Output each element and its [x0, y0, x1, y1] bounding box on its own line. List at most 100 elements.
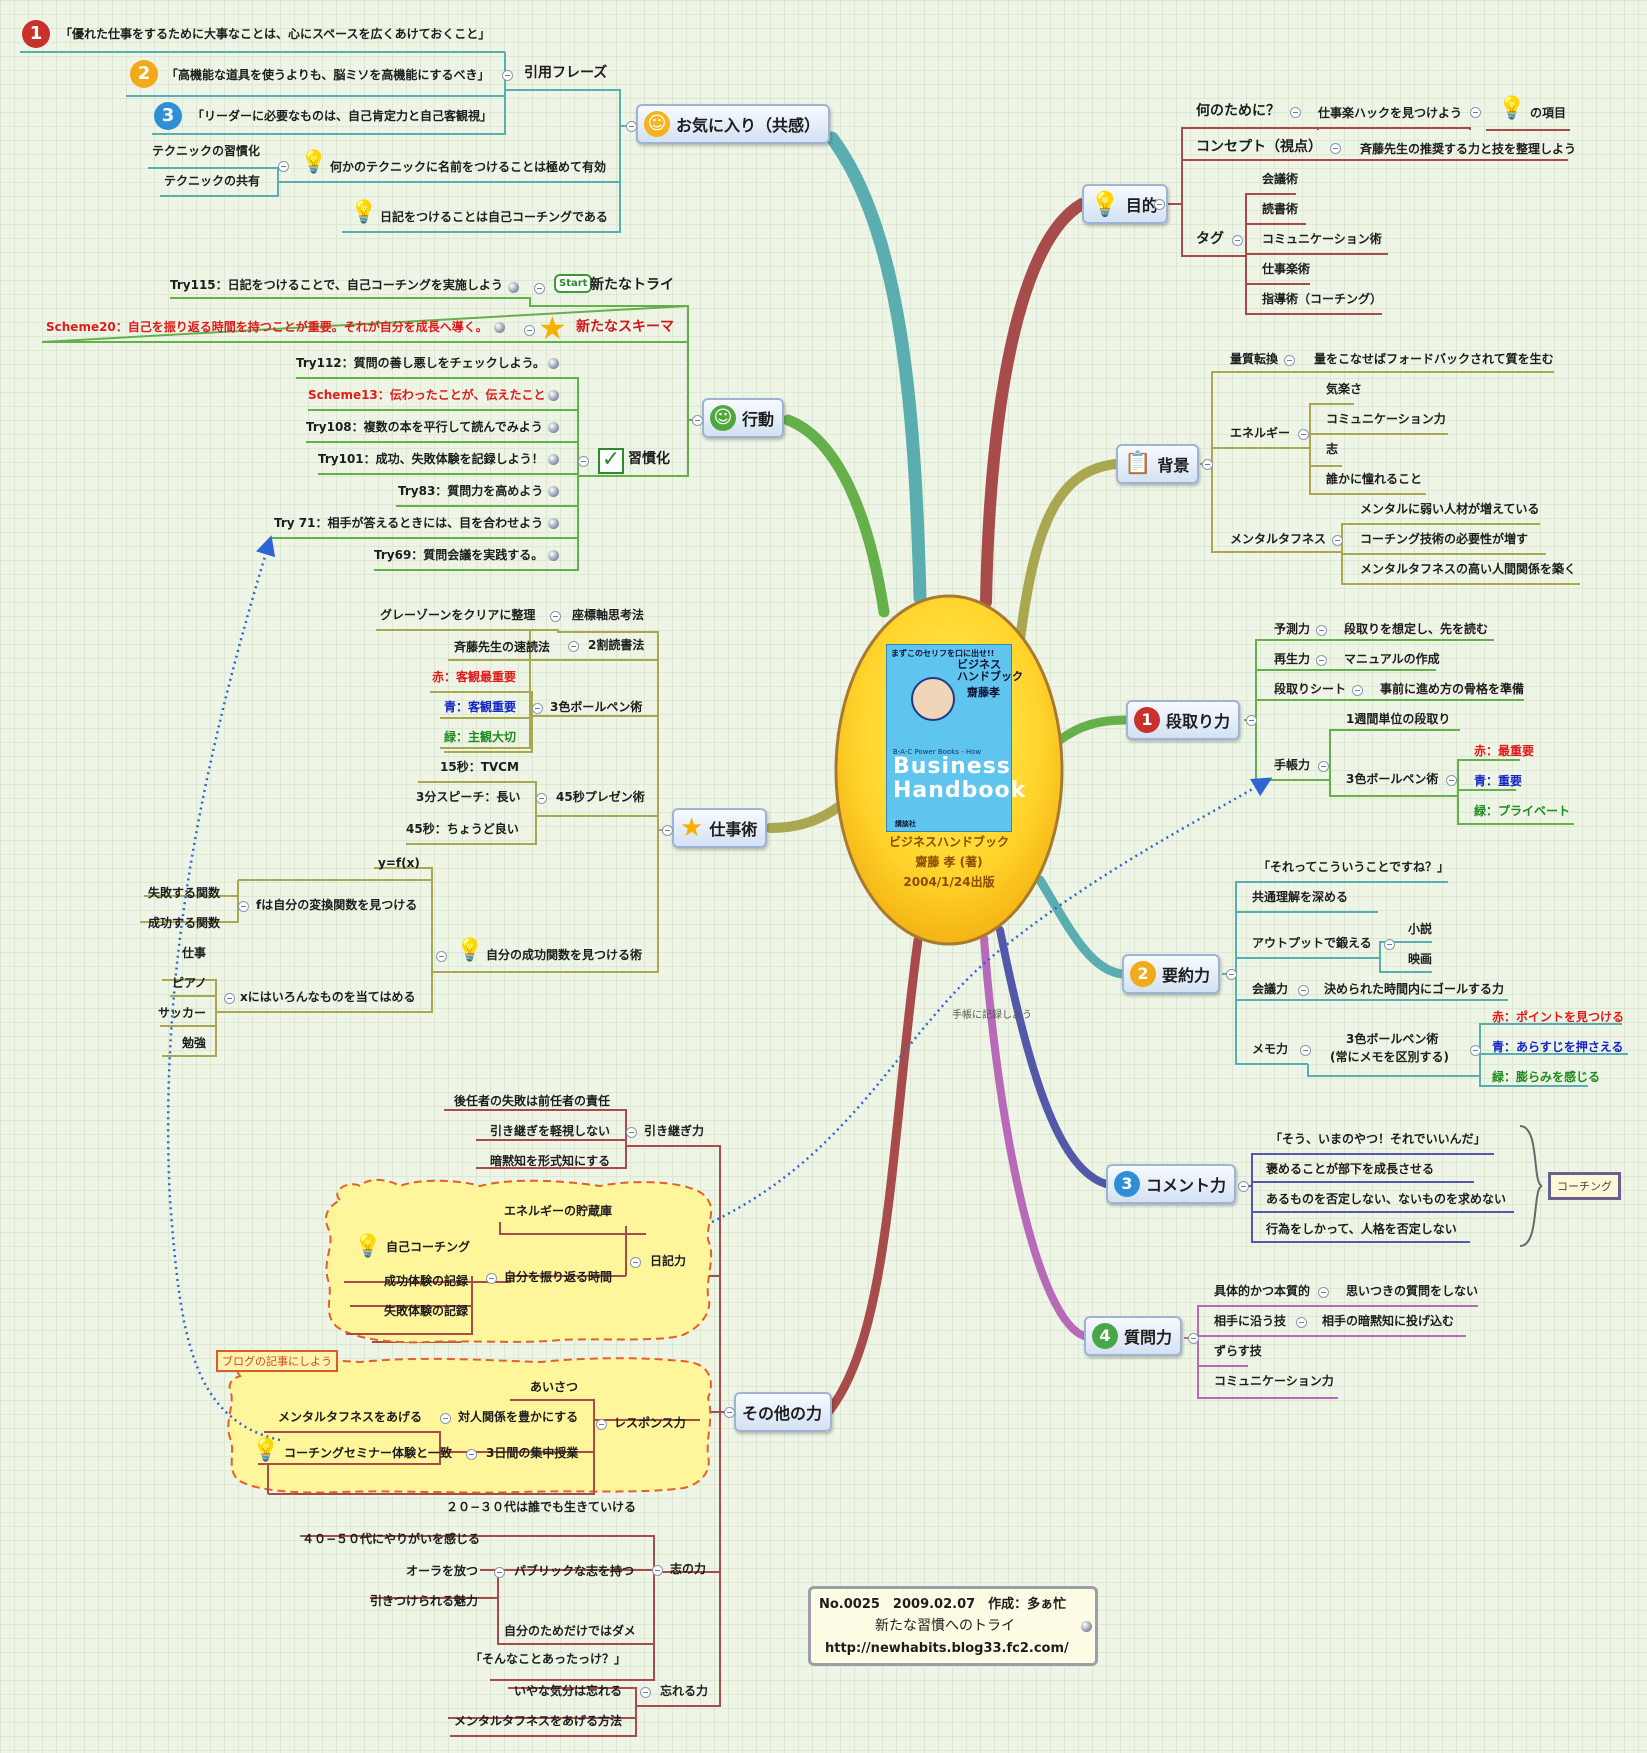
node-energy-store[interactable]: エネルギーの貯蔵庫 — [504, 1204, 613, 1218]
node-energy[interactable]: エネルギー — [1230, 426, 1291, 440]
collapse-toggle[interactable] — [1470, 107, 1481, 118]
collapse-toggle[interactable] — [626, 121, 637, 132]
collapse-toggle[interactable] — [1332, 535, 1343, 546]
node-scheme20[interactable]: Scheme20：自己を振り返る時間を持つことが重要。それが自分を成長へ導く。 — [46, 320, 488, 334]
quote-3[interactable]: 「リーダーに必要なものは、自己肯定力と自己客観視」 — [192, 109, 493, 123]
node-try101[interactable]: Try101：成功、失敗体験を記録しよう！ — [318, 452, 544, 466]
node-weekly[interactable]: 1週間単位の段取り — [1346, 712, 1451, 726]
node-habit[interactable]: 習慣化 — [628, 451, 670, 467]
node-x-benkyou[interactable]: 勉強 — [182, 1036, 207, 1050]
node-gutai[interactable]: 具体的かつ本質的 — [1214, 1284, 1311, 1298]
node-success-func[interactable]: 成功する関数 — [148, 916, 221, 930]
topic-shigotojutsu[interactable]: ★ 仕事術 — [672, 808, 768, 848]
topic-haikei[interactable]: 📋 背景 — [1116, 444, 1200, 484]
node-comm[interactable]: コミュニケーション力 — [1214, 1374, 1334, 1388]
node-success-rec[interactable]: 成功体験の記録 — [384, 1274, 469, 1288]
node-mikka[interactable]: 3日間の集中授業 — [486, 1446, 579, 1460]
node-tag-2[interactable]: 読書術 — [1262, 202, 1299, 216]
node-try83[interactable]: Try83：質問力を高めよう — [398, 484, 544, 498]
node-f-func[interactable]: fは自分の変換関数を見つける — [256, 898, 418, 912]
node-mental-up[interactable]: メンタルタフネスをあげる — [278, 1410, 423, 1424]
collapse-toggle[interactable] — [238, 901, 249, 912]
collapse-toggle[interactable] — [440, 1413, 451, 1424]
node-seminar[interactable]: コーチングセミナー体験と一致 — [284, 1446, 453, 1460]
collapse-toggle[interactable] — [724, 1407, 735, 1418]
node-tag-1[interactable]: 会議術 — [1262, 172, 1299, 186]
node-s15[interactable]: 15秒：TVCM — [440, 760, 519, 774]
node-kaigi[interactable]: 会議力 — [1252, 982, 1289, 996]
node-wasure[interactable]: 忘れる力 — [660, 1684, 709, 1698]
node-fail-func[interactable]: 失敗する関数 — [148, 886, 221, 900]
node-response[interactable]: レスポンス力 — [614, 1416, 686, 1430]
node-new-scheme[interactable]: 新たなスキーマ — [576, 319, 674, 335]
node-inyou[interactable]: 引用フレーズ — [524, 65, 608, 81]
node-comment-1[interactable]: 「そう、いまのやつ！それでいいんだ」 — [1270, 1132, 1486, 1146]
collapse-toggle[interactable] — [1298, 985, 1309, 996]
node-saito-speed[interactable]: 斉藤先生の速読法 — [454, 640, 551, 654]
node-furikaeri[interactable]: 自分を振り返る時間 — [504, 1270, 613, 1284]
collapse-toggle[interactable] — [1232, 235, 1243, 246]
node-taijin[interactable]: 対人関係を豊かにする — [458, 1410, 579, 1424]
node-energy-2[interactable]: コミュニケーション力 — [1326, 412, 1446, 426]
node-memo-sanshoku[interactable]: 3色ボールペン術 — [1346, 1032, 1439, 1046]
collapse-toggle[interactable] — [486, 1273, 497, 1284]
node-niwari[interactable]: 2割読書法 — [588, 638, 645, 652]
node-w3[interactable]: メンタルタフネスをあげる方法 — [454, 1714, 623, 1728]
node-zahyou[interactable]: 座標軸思考法 — [572, 608, 645, 622]
collapse-toggle[interactable] — [224, 993, 235, 1004]
node-mental-2[interactable]: コーチング技術の必要性が増す — [1360, 532, 1529, 546]
collapse-toggle[interactable] — [640, 1687, 651, 1698]
collapse-toggle[interactable] — [1290, 107, 1301, 118]
node-kokorozashi[interactable]: 志の力 — [670, 1562, 707, 1576]
node-saisei-val[interactable]: マニュアルの作成 — [1344, 652, 1440, 666]
collapse-toggle[interactable] — [1384, 939, 1395, 950]
collapse-toggle[interactable] — [1296, 1317, 1307, 1328]
node-tech1[interactable]: テクニックの習慣化 — [152, 144, 261, 158]
collapse-toggle[interactable] — [494, 1567, 505, 1578]
collapse-toggle[interactable] — [536, 793, 547, 804]
node-dandori-sanshoku[interactable]: 3色ボールペン術 — [1346, 772, 1439, 786]
quote-1[interactable]: 「優れた仕事をするために大事なことは、心にスペースを広くあけておくこと」 — [60, 27, 491, 41]
node-saisei[interactable]: 再生力 — [1274, 652, 1311, 666]
node-kyoutsuu[interactable]: 共通理解を深める — [1252, 890, 1349, 904]
node-mental[interactable]: メンタルタフネス — [1230, 532, 1327, 546]
node-concept[interactable]: コンセプト（視点） — [1196, 139, 1322, 155]
node-k40[interactable]: ４０−５０代にやりがいを感じる — [302, 1532, 481, 1546]
node-aura[interactable]: オーラを放つ — [406, 1564, 479, 1578]
node-sheet[interactable]: 段取りシート — [1274, 682, 1347, 696]
collapse-toggle[interactable] — [1300, 1045, 1311, 1056]
node-shousetsu[interactable]: 小説 — [1408, 922, 1433, 936]
node-hack[interactable]: 仕事楽ハックを見つけよう — [1318, 106, 1463, 120]
node-w1[interactable]: 「そんなことあったっけ？」 — [470, 1652, 627, 1666]
node-fail-rec[interactable]: 失敗体験の記録 — [384, 1304, 469, 1318]
node-memo-red[interactable]: 赤：ポイントを見つける — [1492, 1010, 1625, 1024]
node-sheet-val[interactable]: 事前に進め方の骨格を準備 — [1380, 682, 1525, 696]
node-try112[interactable]: Try112：質問の善し悪しをチェックしよう。 — [296, 356, 545, 370]
topic-dandori[interactable]: 1 段取り力 — [1126, 700, 1241, 740]
collapse-toggle[interactable] — [1316, 625, 1327, 636]
topic-sonota[interactable]: その他の力 — [734, 1392, 833, 1432]
node-try69[interactable]: Try69：質問会議を実践する。 — [374, 548, 544, 562]
topic-mokuteki[interactable]: 💡 目的 — [1082, 184, 1168, 224]
collapse-toggle[interactable] — [1330, 143, 1341, 154]
collapse-toggle[interactable] — [1316, 655, 1327, 666]
collapse-toggle[interactable] — [652, 1565, 663, 1576]
node-x-shigoto[interactable]: 仕事 — [182, 946, 207, 960]
collapse-toggle[interactable] — [1202, 459, 1213, 470]
node-dandori-green[interactable]: 緑：プライベート — [1474, 804, 1571, 818]
info-url[interactable]: http://newhabits.blog33.fc2.com/ — [825, 1641, 1069, 1656]
collapse-toggle[interactable] — [1154, 199, 1165, 210]
node-scheme13[interactable]: Scheme13：伝わったことが、伝えたこと — [308, 388, 546, 402]
node-diary[interactable]: 日記をつけることは自己コーチングである — [380, 210, 608, 224]
collapse-toggle[interactable] — [1446, 775, 1457, 786]
node-gray[interactable]: グレーゾーンをクリアに整理 — [380, 608, 536, 622]
node-k20[interactable]: ２０−３０代は誰でも生きていける — [446, 1500, 637, 1514]
node-memo-blue[interactable]: 青：あらすじを押さえる — [1492, 1040, 1624, 1054]
node-jiko-coaching[interactable]: 自己コーチング — [386, 1240, 471, 1254]
collapse-toggle[interactable] — [1470, 1045, 1481, 1056]
node-hk-3[interactable]: 暗黙知を形式知にする — [490, 1154, 611, 1168]
topic-shitsumon[interactable]: 4 質問力 — [1084, 1316, 1183, 1356]
node-comment-2[interactable]: 褒めることが部下を成長させる — [1266, 1162, 1435, 1176]
collapse-toggle[interactable] — [1226, 969, 1237, 980]
node-tag-3[interactable]: コミュニケーション術 — [1262, 232, 1382, 246]
